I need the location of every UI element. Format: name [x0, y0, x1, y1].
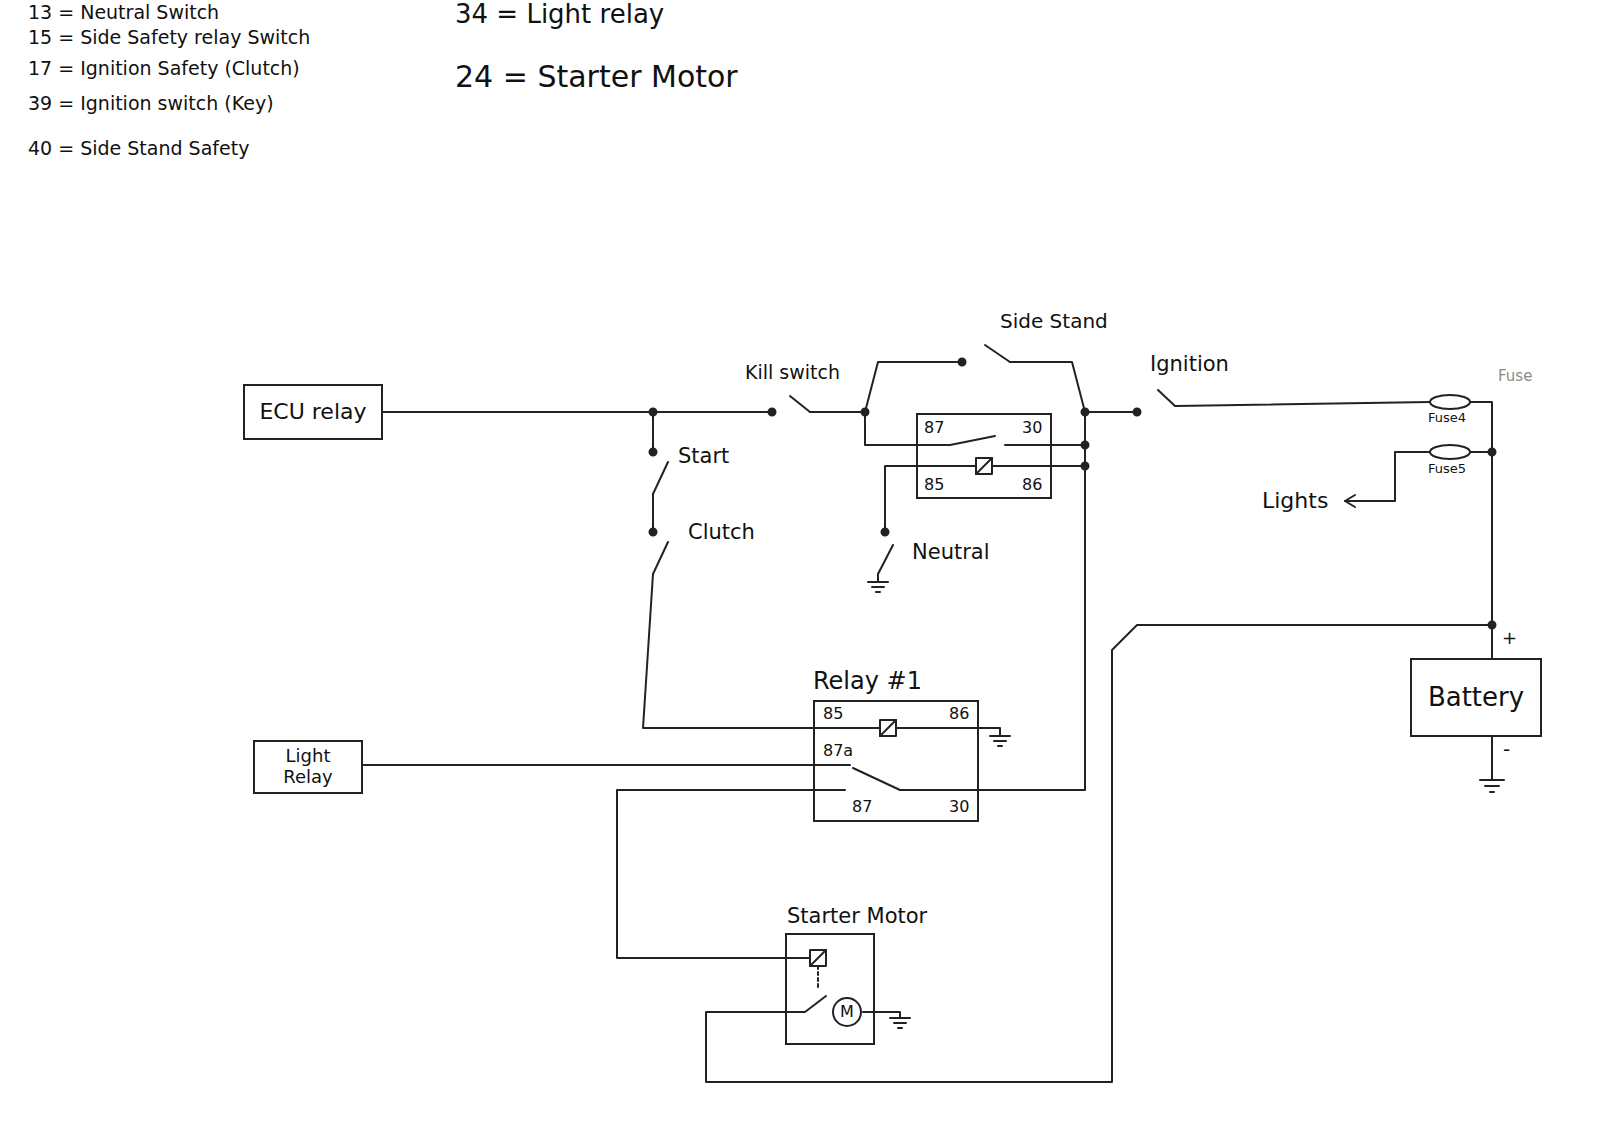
node-label: M [840, 1003, 854, 1021]
wire [1345, 452, 1430, 501]
wire-label: Clutch [688, 520, 755, 544]
relay-box: 87 30 85 86 [916, 413, 1052, 499]
relay-contact-blade [853, 768, 900, 790]
wire-connector [363, 764, 813, 766]
neutral-switch-blade [878, 545, 893, 574]
legend-note: 40 = Side Stand Safety [28, 138, 249, 160]
node-heading: Starter Motor [787, 904, 927, 928]
ground-symbol [868, 574, 888, 592]
legend-note: 34 = Light relay [455, 0, 664, 30]
relay-coil [880, 720, 896, 736]
pin-label: 85 [823, 705, 843, 723]
legend-note: 39 = Ignition switch (Key) [28, 93, 274, 115]
pin-label: 30 [1022, 419, 1042, 437]
relay-contact [813, 789, 845, 791]
wire-label: Fuse4 [1428, 411, 1466, 426]
ground-symbol [890, 1018, 910, 1028]
pin-label: 85 [924, 476, 944, 494]
wire [785, 957, 810, 959]
node-heading: Relay #1 [813, 668, 922, 696]
wire-label: Side Stand [1000, 310, 1108, 333]
switch-contact [959, 359, 966, 366]
battery-box: Battery [1410, 658, 1542, 737]
node-label: ECU relay [259, 399, 366, 424]
fuse-symbol [1430, 395, 1470, 409]
wire-label: + [1502, 628, 1517, 649]
wire-label: Lights [1262, 488, 1328, 513]
wire [1005, 444, 1085, 446]
wire [643, 574, 880, 728]
wire-label: Fuse [1498, 368, 1532, 385]
switch-contact [882, 529, 889, 536]
kill-switch-blade [790, 396, 810, 412]
start-switch-blade [653, 462, 668, 494]
switch-contact [650, 529, 657, 536]
pin-label: 87a [823, 742, 853, 760]
legend-note: 17 = Ignition Safety (Clutch) [28, 58, 300, 80]
pin-label: 86 [1022, 476, 1042, 494]
relay-coil [880, 720, 896, 736]
wire [1084, 412, 1086, 466]
relay-contact [813, 764, 850, 766]
ignition-switch-blade [1158, 390, 1175, 406]
node-label: Battery [1428, 683, 1524, 713]
junction-dot [1082, 442, 1089, 449]
legend-note: 15 = Side Safety relay Switch [28, 27, 310, 49]
starter-box: Starter MotorM [785, 933, 875, 1045]
wire [1175, 402, 1430, 406]
relay-box: ECU relay [243, 384, 383, 440]
switch-contact [769, 409, 776, 416]
wire [810, 411, 865, 413]
solenoid-coil [810, 950, 826, 966]
wire [1085, 411, 1133, 413]
wire-label: Ignition [1150, 352, 1229, 376]
wire [652, 412, 654, 448]
fuse-symbol [1430, 445, 1470, 459]
relay-box: Light Relay [253, 740, 363, 794]
switch-contact [650, 449, 657, 456]
wire [1010, 362, 1085, 412]
wire-connector [979, 466, 1085, 790]
relay-coil [976, 458, 992, 474]
wire-label: Neutral [912, 540, 990, 564]
ground-symbol [1480, 780, 1504, 792]
relay-coil [976, 458, 992, 474]
motor-symbol: M [832, 997, 862, 1027]
arrow-head [1345, 495, 1355, 507]
pin-label: 87 [852, 798, 872, 816]
wire-connector [706, 625, 1492, 1082]
wire-label: Kill switch [745, 362, 840, 384]
relay-contact-blade [950, 436, 995, 445]
wire [896, 728, 1000, 736]
node-label: Light Relay [273, 746, 343, 787]
legend-note: 13 = Neutral Switch [28, 2, 219, 24]
pin-label: 86 [949, 705, 969, 723]
wire [652, 494, 654, 528]
solenoid-link [817, 966, 819, 990]
solenoid-coil [810, 950, 826, 966]
wire [1470, 402, 1492, 625]
ground-symbol [990, 736, 1010, 746]
wire [383, 411, 772, 413]
legend-note: 24 = Starter Motor [455, 60, 738, 95]
wire [1470, 451, 1492, 453]
solenoid-contact [785, 996, 826, 1012]
relay-box: Relay #1858687a8730 [813, 700, 979, 822]
wire [1491, 737, 1493, 780]
wire [900, 789, 979, 791]
pin-label: 30 [949, 798, 969, 816]
wire [865, 362, 958, 412]
switch-contact [1134, 409, 1141, 416]
wire-label: Start [678, 444, 729, 468]
clutch-switch-blade [653, 542, 668, 574]
wire [865, 412, 950, 445]
wire-label: - [1503, 738, 1510, 761]
wire-label: Fuse5 [1428, 462, 1466, 477]
pin-label: 87 [924, 419, 944, 437]
wire-connector [617, 790, 813, 958]
side-stand-switch-blade [985, 345, 1010, 362]
